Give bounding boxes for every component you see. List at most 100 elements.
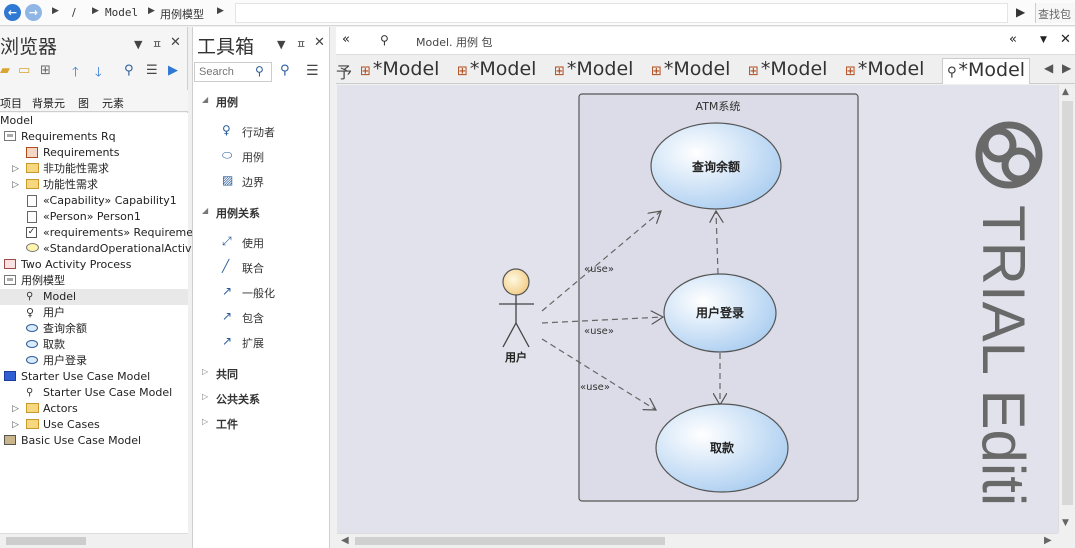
tab-diagram[interactable]: ⊞*Model [651, 58, 730, 80]
find-package-button[interactable]: 查找包 [1035, 3, 1075, 23]
find-icon[interactable]: ⚲ [280, 63, 290, 78]
tree-item[interactable]: ⚲Starter Use Case Model [0, 385, 188, 401]
tree-item[interactable]: Starter Use Case Model [0, 369, 188, 385]
toolbox-section-header[interactable]: 用例关系 [216, 207, 260, 220]
close-icon[interactable]: ✕ [170, 35, 181, 50]
tree-item[interactable]: 用例模型 [0, 273, 188, 289]
toolbox-section-header[interactable]: 公共关系 [216, 393, 260, 406]
tree-item[interactable]: ⚲Model [0, 289, 188, 305]
toolbox-item[interactable]: 使用 [242, 237, 264, 250]
expand-twisty-icon[interactable]: ▷ [12, 404, 19, 414]
back-button[interactable]: ← [4, 4, 21, 21]
pin-icon[interactable]: ㅍ [296, 38, 307, 51]
diagram-canvas[interactable]: TRIAL Editi ATM系统 «use» «use» «use» 查询余额… [337, 85, 1058, 533]
toolbox-item[interactable]: 扩展 [242, 337, 264, 350]
section-toggle-icon[interactable]: ▷ [202, 417, 209, 426]
usecase-withdraw[interactable] [655, 403, 789, 493]
pin-icon[interactable]: ㅍ [152, 38, 163, 51]
use-relation-balance[interactable] [541, 211, 661, 312]
tab-diagram[interactable]: ⊞*Model [748, 58, 827, 80]
toolbox-section-header[interactable]: 工件 [216, 418, 238, 431]
actor-user[interactable] [499, 268, 534, 348]
breadcrumb-root[interactable]: / [72, 6, 76, 19]
tab-diagram[interactable]: 图 [78, 97, 89, 110]
tree-item[interactable]: «Capability» Capability1 [0, 193, 188, 209]
menu-icon[interactable]: ☰ [306, 63, 319, 79]
tab-overflow-icon[interactable]: 予 [336, 63, 353, 82]
expand-icon[interactable]: ▶ [168, 63, 178, 78]
toolbox-item[interactable]: 行动者 [242, 126, 275, 139]
collapse-right-icon[interactable]: « [1009, 32, 1017, 47]
tree-item[interactable]: ▷Use Cases [0, 417, 188, 433]
tree-item[interactable]: Two Activity Process [0, 257, 188, 273]
tree-item[interactable]: 用户登录 [0, 353, 188, 369]
toolbox-item[interactable]: 联合 [242, 262, 264, 275]
use-relation-withdraw[interactable] [541, 338, 656, 410]
usecase-login[interactable] [663, 273, 777, 353]
close-icon[interactable]: ✕ [314, 35, 325, 50]
toolbox-item[interactable]: 用例 [242, 151, 264, 164]
tree-item[interactable]: Model [0, 113, 188, 129]
toolbox-item[interactable]: 一般化 [242, 287, 275, 300]
tab-project[interactable]: 项目 [0, 97, 22, 110]
section-toggle-icon[interactable]: ◢ [202, 206, 209, 215]
expand-twisty-icon[interactable]: ▷ [12, 164, 19, 174]
toolbox-item[interactable]: 包含 [242, 312, 264, 325]
tab-diagram[interactable]: ⊞*Model [554, 58, 633, 80]
diagram-icon[interactable]: ⊞ [40, 63, 51, 78]
scroll-tabs-left-icon[interactable]: ◀ [1044, 61, 1054, 75]
dropdown-icon[interactable]: ▼ [277, 38, 286, 51]
horizontal-scrollbar[interactable]: ◀ ▶ [337, 533, 1058, 548]
vertical-scrollbar[interactable]: ▲ ▼ [1058, 85, 1075, 533]
scroll-thumb[interactable] [355, 537, 665, 545]
toolbox-item[interactable]: 边界 [242, 176, 264, 189]
tree-item[interactable]: ♀用户 [0, 305, 188, 321]
tree-item[interactable]: ▷Actors [0, 401, 188, 417]
expand-twisty-icon[interactable]: ▷ [12, 420, 19, 430]
section-toggle-icon[interactable]: ◢ [202, 95, 209, 104]
dropdown-icon[interactable]: ▼ [134, 38, 143, 51]
tree-item[interactable]: 取款 [0, 337, 188, 353]
tree-item[interactable]: ▷非功能性需求 [0, 161, 188, 177]
use-relation-login[interactable] [541, 317, 663, 323]
toolbox-section-header[interactable]: 用例 [216, 96, 238, 109]
scroll-tabs-right-icon[interactable]: ▶ [1062, 61, 1072, 75]
scroll-thumb[interactable] [6, 537, 86, 545]
dropdown-icon[interactable]: ▼ [1040, 35, 1047, 45]
close-icon[interactable]: ✕ [1060, 32, 1071, 47]
forward-button[interactable]: → [25, 4, 42, 21]
scroll-down-icon[interactable]: ▼ [1062, 518, 1069, 528]
tab-diagram[interactable]: ⊞*Model [360, 58, 439, 80]
scroll-left-icon[interactable]: ◀ [341, 535, 349, 546]
browser-scrollbar[interactable] [0, 533, 188, 548]
tree-item[interactable]: «StandardOperationalActivity» [0, 241, 212, 257]
tree-item[interactable]: Requirements [0, 145, 188, 161]
scroll-up-icon[interactable]: ▲ [1062, 87, 1069, 97]
dependency-login-balance[interactable] [716, 211, 718, 275]
section-toggle-icon[interactable]: ▷ [202, 367, 209, 376]
menu-icon[interactable]: ☰ [146, 63, 158, 78]
tree-item[interactable]: Requirements Rq [0, 129, 188, 145]
breadcrumb-model[interactable]: Model [105, 6, 139, 19]
toolbox-search-input[interactable] [194, 62, 272, 82]
tree-item[interactable]: ▷功能性需求 [0, 177, 188, 193]
tree-item[interactable]: 查询余额 [0, 321, 188, 337]
collapse-left-icon[interactable]: « [342, 32, 350, 47]
new-package-icon[interactable]: ▰ [0, 63, 10, 78]
go-arrow-icon[interactable]: ▶ [1016, 5, 1026, 19]
move-up-icon[interactable]: 🡑 [72, 65, 79, 80]
sync-icon[interactable]: ⚲ [124, 63, 134, 78]
move-down-icon[interactable]: 🡓 [95, 65, 102, 80]
address-field[interactable] [235, 3, 1008, 23]
tree-item[interactable]: Basic Use Case Model [0, 433, 188, 449]
section-toggle-icon[interactable]: ▷ [202, 392, 209, 401]
tree-item[interactable]: ✓«requirements» Requirement1 [0, 225, 211, 241]
folder-icon[interactable]: ▭ [18, 63, 31, 78]
scroll-thumb[interactable] [1062, 101, 1073, 505]
tab-diagram[interactable]: ⊞*Model [457, 58, 536, 80]
tab-context[interactable]: 背景元 [32, 97, 65, 110]
scroll-right-icon[interactable]: ▶ [1044, 535, 1052, 546]
breadcrumb-package[interactable]: 用例模型 [160, 8, 204, 21]
search-icon[interactable]: ⚲ [255, 64, 264, 78]
tab-elements[interactable]: 元素 [102, 97, 124, 110]
